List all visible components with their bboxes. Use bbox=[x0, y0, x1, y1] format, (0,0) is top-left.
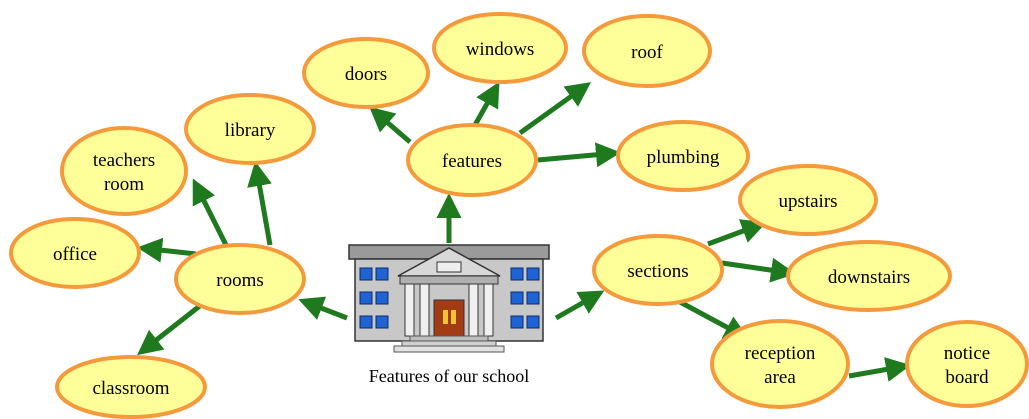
node-roof-bubble bbox=[582, 14, 712, 88]
node-roof-label: roof bbox=[631, 42, 663, 63]
node-plumbing-bubble bbox=[616, 120, 750, 192]
node-sections: sections bbox=[592, 234, 724, 306]
node-windows-bubble bbox=[432, 12, 568, 84]
node-teachers-room: teachers room bbox=[60, 126, 188, 216]
node-notice-board: notice board bbox=[905, 320, 1029, 408]
node-classroom: classroom bbox=[55, 355, 207, 419]
arrow-rooms-to-classroom bbox=[137, 303, 203, 356]
node-library-label: library bbox=[225, 120, 276, 141]
node-sections-bubble bbox=[592, 234, 724, 306]
node-library-bubble bbox=[184, 93, 316, 165]
node-classroom-bubble bbox=[55, 355, 207, 419]
node-teachers-room-bubble bbox=[60, 126, 188, 216]
arrow-rooms-to-library bbox=[247, 161, 273, 246]
node-plumbing: plumbing bbox=[616, 120, 750, 192]
node-windows: windows bbox=[432, 12, 568, 84]
node-rooms-bubble bbox=[174, 243, 306, 315]
node-classroom-label: classroom bbox=[92, 378, 169, 399]
arrow-sections-to-downstairs bbox=[721, 257, 796, 283]
node-notice-board-label: notice bbox=[944, 343, 990, 364]
node-sections-label: sections bbox=[627, 261, 688, 282]
node-downstairs-label: downstairs bbox=[828, 267, 910, 288]
node-downstairs-bubble bbox=[786, 240, 952, 312]
node-features: features bbox=[406, 123, 538, 197]
node-notice-board-bubble bbox=[905, 320, 1029, 408]
node-doors-label: doors bbox=[345, 64, 387, 85]
arrow-rooms-to-office bbox=[137, 237, 197, 263]
arrow-rooms-to-teachers-room bbox=[192, 178, 229, 247]
node-upstairs: upstairs bbox=[738, 164, 878, 236]
node-library: library bbox=[184, 93, 316, 165]
node-windows-label: windows bbox=[466, 39, 535, 60]
node-upstairs-label: upstairs bbox=[778, 191, 837, 212]
arrow-sections-to-upstairs bbox=[707, 219, 767, 247]
node-features-bubble bbox=[406, 123, 538, 197]
node-rooms: rooms bbox=[174, 243, 306, 315]
node-teachers-room-label: room bbox=[104, 174, 144, 195]
node-upstairs-bubble bbox=[738, 164, 878, 236]
node-reception-area-bubble bbox=[710, 319, 850, 409]
arrow-center-to-sections bbox=[554, 290, 605, 321]
node-office-label: office bbox=[53, 244, 97, 265]
center-caption: Features of our school bbox=[369, 366, 529, 386]
arrow-center-to-rooms bbox=[298, 296, 348, 321]
node-teachers-room-label: teachers bbox=[93, 150, 155, 171]
node-reception-area-label: reception bbox=[745, 343, 816, 364]
node-notice-board-label: board bbox=[945, 367, 989, 388]
node-plumbing-label: plumbing bbox=[647, 147, 720, 168]
arrow-reception-area-to-notice-board bbox=[848, 357, 911, 382]
node-roof: roof bbox=[582, 14, 712, 88]
school-building-icon bbox=[348, 244, 550, 353]
arrow-features-to-plumbing bbox=[537, 142, 621, 168]
node-office-bubble bbox=[9, 217, 141, 289]
arrow-features-to-roof bbox=[518, 82, 592, 136]
node-rooms-label: rooms bbox=[216, 270, 264, 291]
node-office: office bbox=[9, 217, 141, 289]
arrow-features-to-doors bbox=[369, 106, 412, 144]
arrow-features-to-windows bbox=[472, 81, 500, 127]
node-reception-area: reception area bbox=[710, 319, 850, 409]
node-doors-bubble bbox=[302, 37, 430, 109]
node-doors: doors bbox=[302, 37, 430, 109]
node-features-label: features bbox=[442, 151, 502, 172]
node-downstairs: downstairs bbox=[786, 240, 952, 312]
node-reception-area-label: area bbox=[764, 367, 796, 388]
